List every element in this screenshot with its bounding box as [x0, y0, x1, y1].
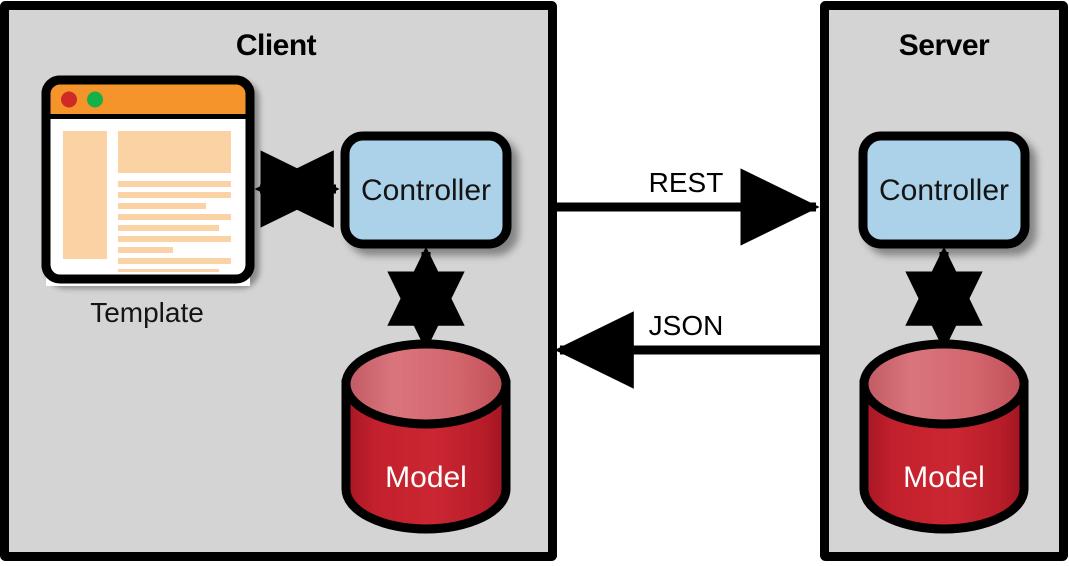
content-line	[118, 258, 231, 264]
content-sidebar-block	[63, 131, 107, 259]
content-line	[118, 214, 231, 220]
server-model-cylinder-top	[859, 339, 1029, 429]
content-line	[118, 247, 173, 253]
content-line	[118, 192, 231, 198]
server-zone-title: Server	[899, 29, 990, 62]
server-controller-node: Controller	[858, 131, 1030, 249]
edge-rest: REST	[553, 167, 820, 246]
browser-content	[41, 75, 255, 286]
template-caption: Template	[90, 297, 204, 328]
close-dot-icon	[61, 91, 77, 108]
minimize-dot-icon	[87, 91, 103, 108]
content-line	[118, 203, 206, 209]
edge-json: JSON	[554, 310, 823, 389]
content-line	[118, 181, 231, 187]
content-text-lines	[118, 181, 231, 275]
client-model-node: Model	[341, 339, 511, 534]
server-model-label: Model	[903, 461, 985, 494]
content-line	[118, 225, 219, 231]
server-controller-label: Controller	[879, 174, 1009, 207]
client-model-label: Model	[385, 461, 467, 494]
browser-frame-outline	[41, 75, 255, 284]
server-model-node: Model	[859, 339, 1029, 534]
client-controller-box	[340, 131, 512, 249]
server-controller-box	[858, 131, 1030, 249]
client-zone-title: Client	[236, 29, 317, 62]
client-model-cylinder-top	[341, 339, 511, 429]
content-hero-block	[118, 131, 231, 173]
json-arrow-label: JSON	[649, 310, 724, 341]
browser-titlebar	[50, 84, 246, 116]
client-controller-label: Controller	[361, 174, 491, 207]
content-line	[118, 236, 231, 242]
client-controller-node: Controller	[340, 131, 512, 249]
rest-arrow-label: REST	[649, 167, 724, 198]
